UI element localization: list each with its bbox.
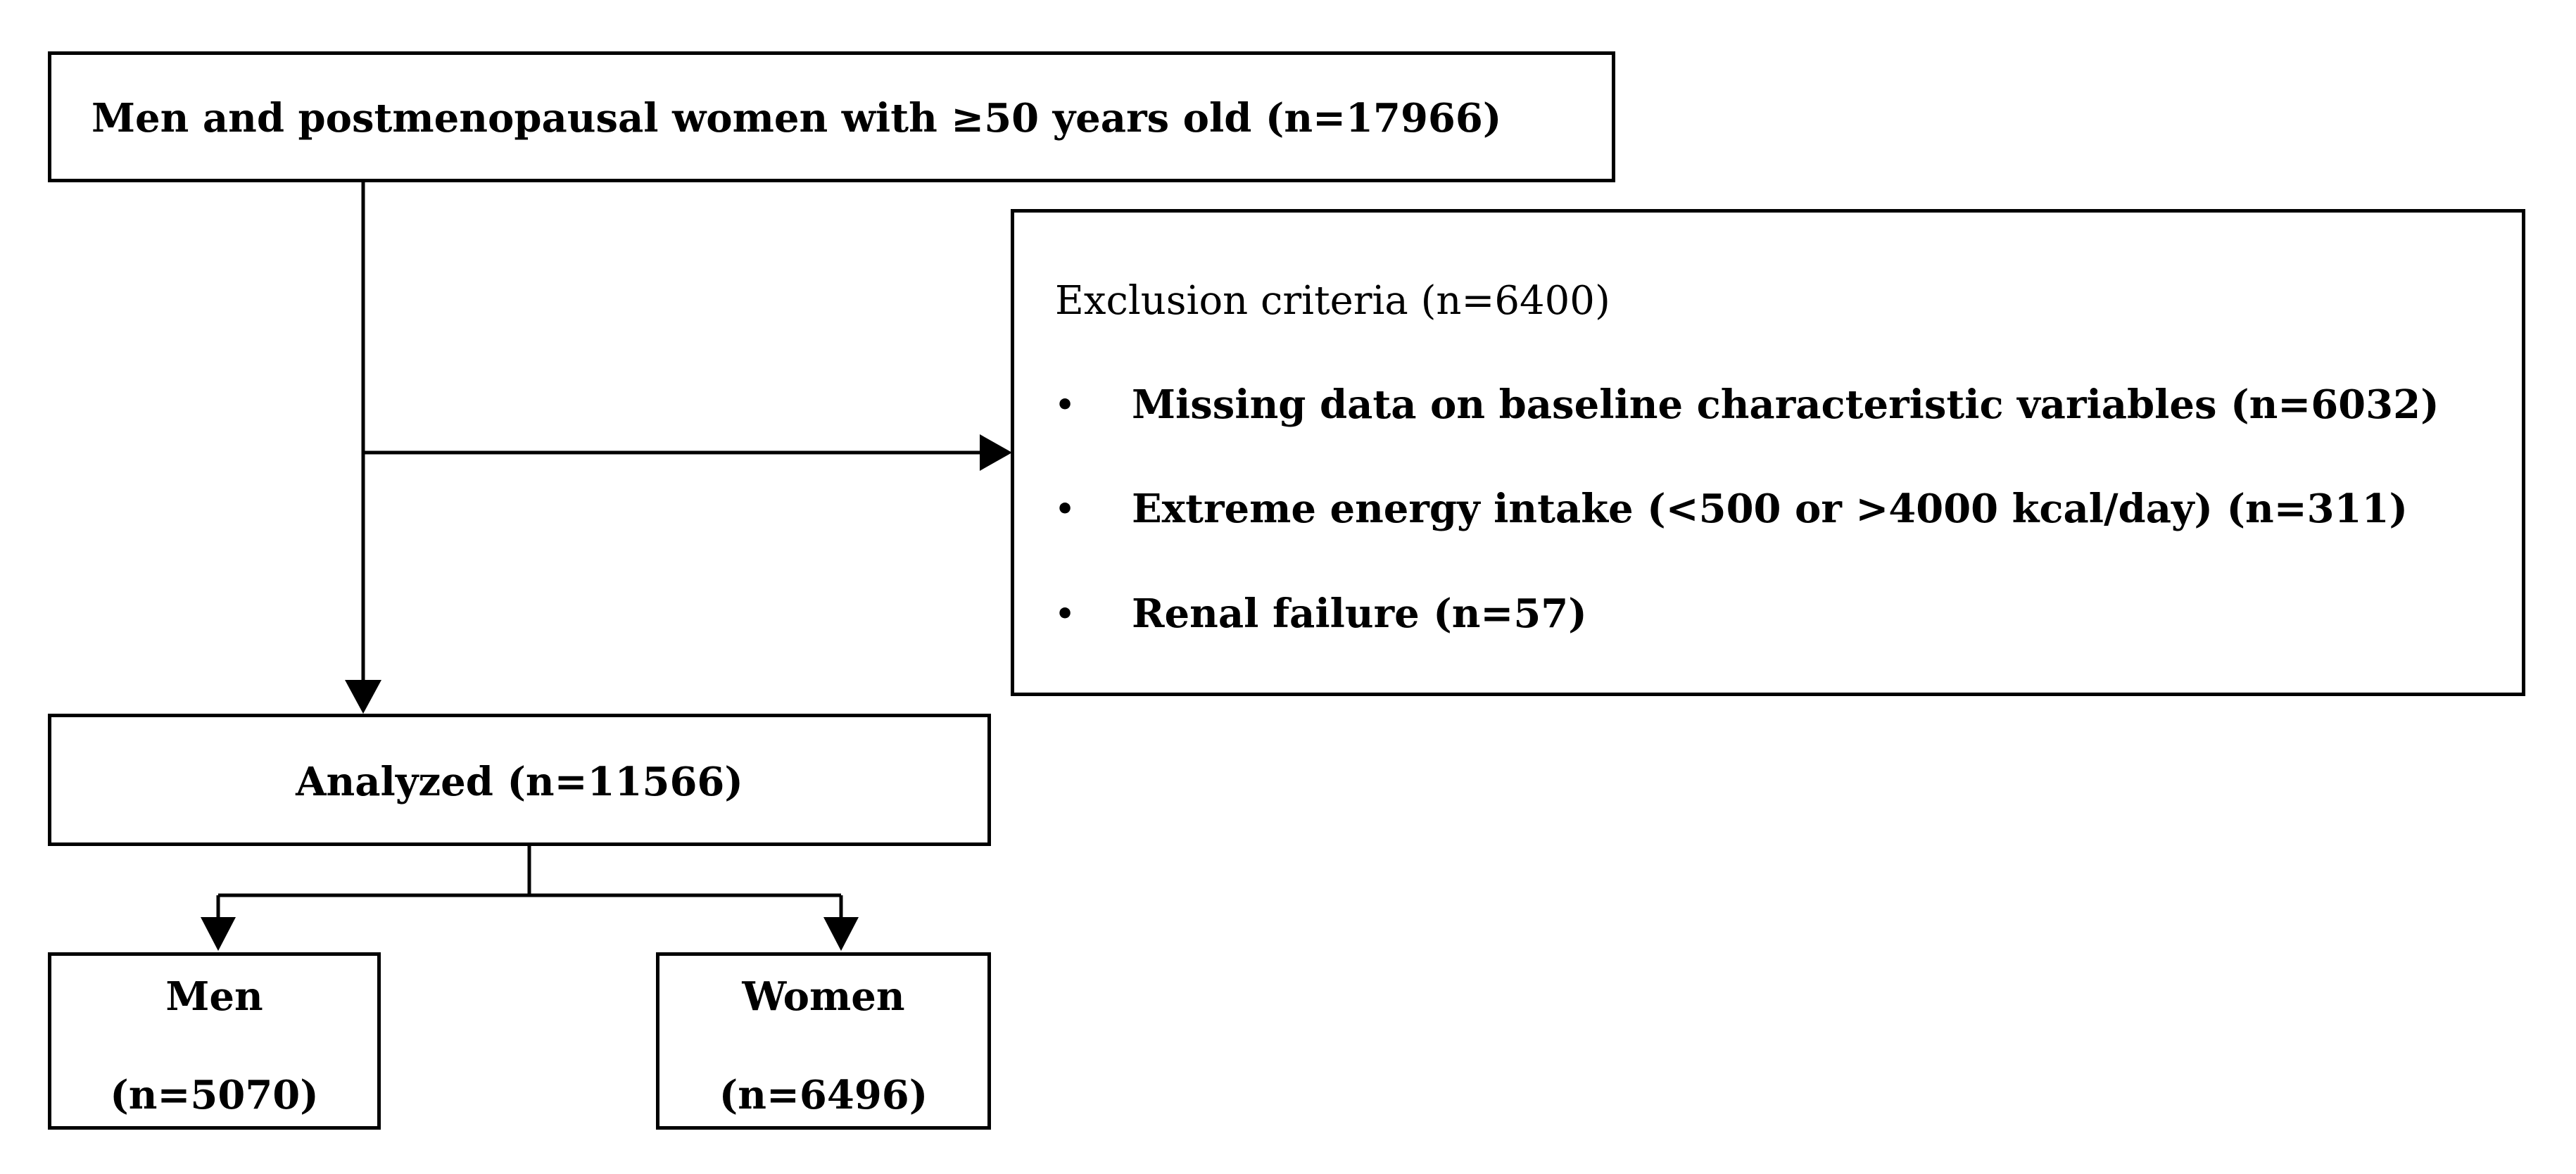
men-box: Men (n=5070) bbox=[48, 952, 381, 1130]
men-label: Men bbox=[165, 973, 263, 1020]
exclusion-bullet-2: • bbox=[1055, 491, 1075, 527]
men-count: (n=5070) bbox=[110, 1072, 319, 1118]
exclusion-box: Exclusion criteria (n=6400) • Missing da… bbox=[1011, 209, 2525, 696]
women-box: Women (n=6496) bbox=[656, 952, 991, 1130]
women-count: (n=6496) bbox=[719, 1072, 928, 1118]
exclusion-title: Exclusion criteria (n=6400) bbox=[1055, 278, 1610, 324]
analyzed-label: Analyzed (n=11566) bbox=[296, 759, 743, 805]
exclusion-item-missing-data: Missing data on baseline characteristic … bbox=[1132, 381, 2439, 428]
arrowhead-to-exclusion bbox=[980, 434, 1012, 471]
exclusion-item-energy-intake: Extreme energy intake (<500 or >4000 kca… bbox=[1132, 486, 2408, 532]
exclusion-bullet-1: • bbox=[1055, 387, 1075, 423]
arrowhead-to-women bbox=[823, 917, 859, 951]
population-box: Men and postmenopausal women with ≥50 ye… bbox=[48, 51, 1615, 182]
population-label: Men and postmenopausal women with ≥50 ye… bbox=[91, 95, 1502, 141]
analyzed-box: Analyzed (n=11566) bbox=[48, 714, 991, 846]
arrowhead-to-analyzed bbox=[345, 680, 381, 714]
exclusion-bullet-3: • bbox=[1055, 596, 1075, 632]
women-label: Women bbox=[742, 973, 905, 1020]
arrowhead-to-men bbox=[201, 917, 236, 951]
exclusion-item-renal-failure: Renal failure (n=57) bbox=[1132, 591, 1587, 637]
